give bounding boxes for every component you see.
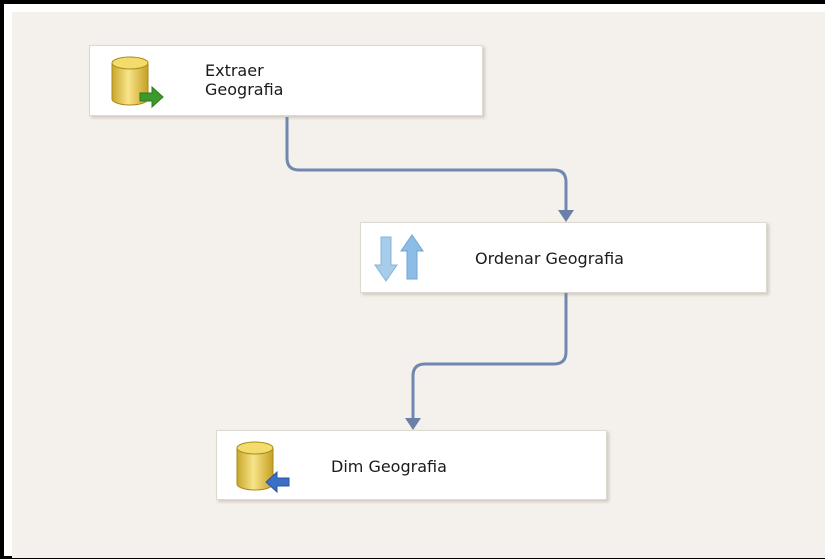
- connector-arrowhead-icon: [558, 210, 574, 222]
- node-label: Ordenar Geografia: [475, 249, 624, 268]
- connector-arrowhead-icon: [405, 418, 421, 430]
- database-source-icon: [108, 55, 166, 109]
- node-label: Dim Geografia: [331, 457, 447, 476]
- extract-geografia-node[interactable]: Extraer Geografia: [89, 45, 483, 116]
- node-label: Extraer Geografia: [205, 61, 284, 99]
- database-destination-icon: [233, 440, 291, 494]
- dim-geografia-node[interactable]: Dim Geografia: [216, 430, 607, 500]
- connector-extract-to-sort[interactable]: [285, 117, 568, 212]
- ordenar-geografia-node[interactable]: Ordenar Geografia: [360, 222, 767, 293]
- connector-sort-to-destination[interactable]: [411, 293, 568, 420]
- sort-arrows-icon: [373, 233, 425, 283]
